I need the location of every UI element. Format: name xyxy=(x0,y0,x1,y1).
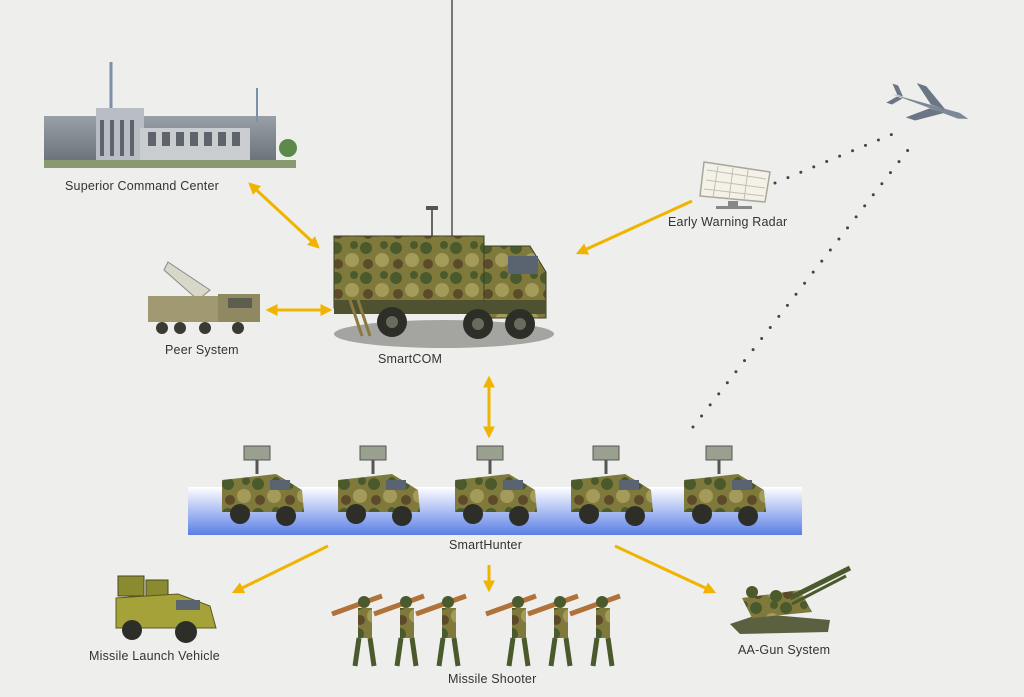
soldier-figure xyxy=(331,593,383,667)
early-warning-radar-label: Early Warning Radar xyxy=(668,215,788,229)
hunter-jeep-icon xyxy=(338,445,420,526)
soldier-figure xyxy=(527,593,579,667)
missile-launch-vehicle-label: Missile Launch Vehicle xyxy=(89,649,220,663)
smarthunter-label: SmartHunter xyxy=(449,538,523,552)
command-center-building-icon xyxy=(44,62,297,168)
early-warning-radar-icon xyxy=(699,161,771,209)
smarthunter-vehicles xyxy=(222,445,766,526)
arrow-radar-smartcom xyxy=(575,199,693,255)
missile-launch-vehicle-icon xyxy=(115,575,217,643)
hunter-jeep-icon xyxy=(684,445,766,526)
smartcom-truck-icon xyxy=(333,0,554,348)
hunter-track-line xyxy=(691,139,917,429)
connection-arrows xyxy=(231,182,717,594)
missile-shooter-label: Missile Shooter xyxy=(448,672,537,686)
arrow-command-smartcom xyxy=(248,182,320,249)
soldier-figure xyxy=(415,593,467,667)
soldier-figure xyxy=(373,593,425,667)
hunter-jeep-icon xyxy=(455,445,537,526)
aa-gun-system-icon xyxy=(730,565,852,634)
aa-gun-system-label: AA-Gun System xyxy=(738,643,831,657)
missile-shooter-soldiers-icon xyxy=(331,593,621,667)
radar-track-line xyxy=(773,129,902,185)
hunter-jeep-icon xyxy=(571,445,653,526)
arrow-to-aa-gun xyxy=(614,544,717,594)
arrow-to-launch-vehicle xyxy=(231,544,329,594)
soldier-figure xyxy=(485,593,537,667)
command-center-label: Superior Command Center xyxy=(65,179,219,193)
peer-system-vehicle-icon xyxy=(148,261,260,334)
soldier-figure xyxy=(569,593,621,667)
smartcom-label: SmartCOM xyxy=(378,352,443,366)
aircraft-icon xyxy=(886,83,969,121)
hunter-jeep-icon xyxy=(222,445,304,526)
peer-system-label: Peer System xyxy=(165,343,239,357)
radar-tracks xyxy=(691,129,917,429)
